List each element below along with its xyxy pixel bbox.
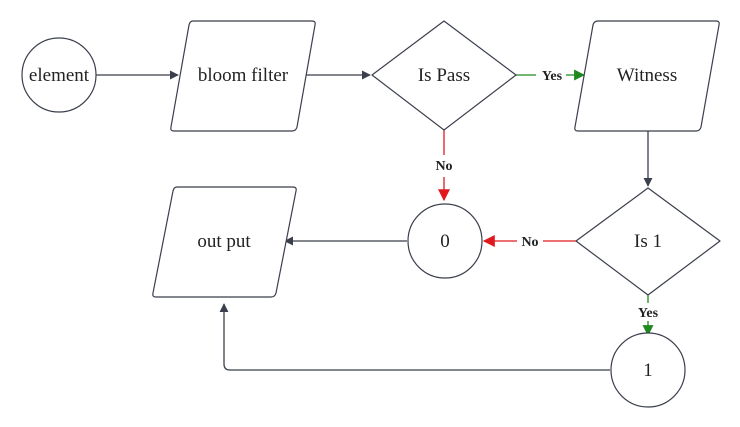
edge-label-is-one-yes: Yes (638, 306, 659, 321)
node-output-label: out put (197, 231, 251, 252)
node-bloom-filter: bloom filter (170, 20, 316, 132)
node-element-label: element (29, 65, 90, 86)
edge-label-is-pass-no: No (435, 159, 452, 174)
node-is-one: Is 1 (575, 187, 721, 296)
node-element: element (21, 37, 97, 113)
node-is-pass-label: Is Pass (418, 65, 470, 86)
node-zero-label: 0 (440, 231, 450, 252)
node-output: out put (152, 186, 297, 298)
edge-one-to-output (219, 303, 610, 371)
node-bloom-filter-label: bloom filter (198, 65, 289, 86)
node-witness: Witness (574, 20, 720, 132)
edge-label-is-pass-yes: Yes (542, 69, 563, 84)
node-zero: 0 (407, 203, 483, 279)
edges: Yes No No Yes (96, 69, 659, 371)
node-is-pass: Is Pass (371, 20, 517, 131)
node-one-label: 1 (643, 360, 653, 381)
edge-label-is-one-no: No (521, 235, 538, 250)
node-is-one-label: Is 1 (634, 231, 662, 252)
node-one: 1 (610, 332, 686, 408)
node-witness-label: Witness (617, 65, 677, 86)
